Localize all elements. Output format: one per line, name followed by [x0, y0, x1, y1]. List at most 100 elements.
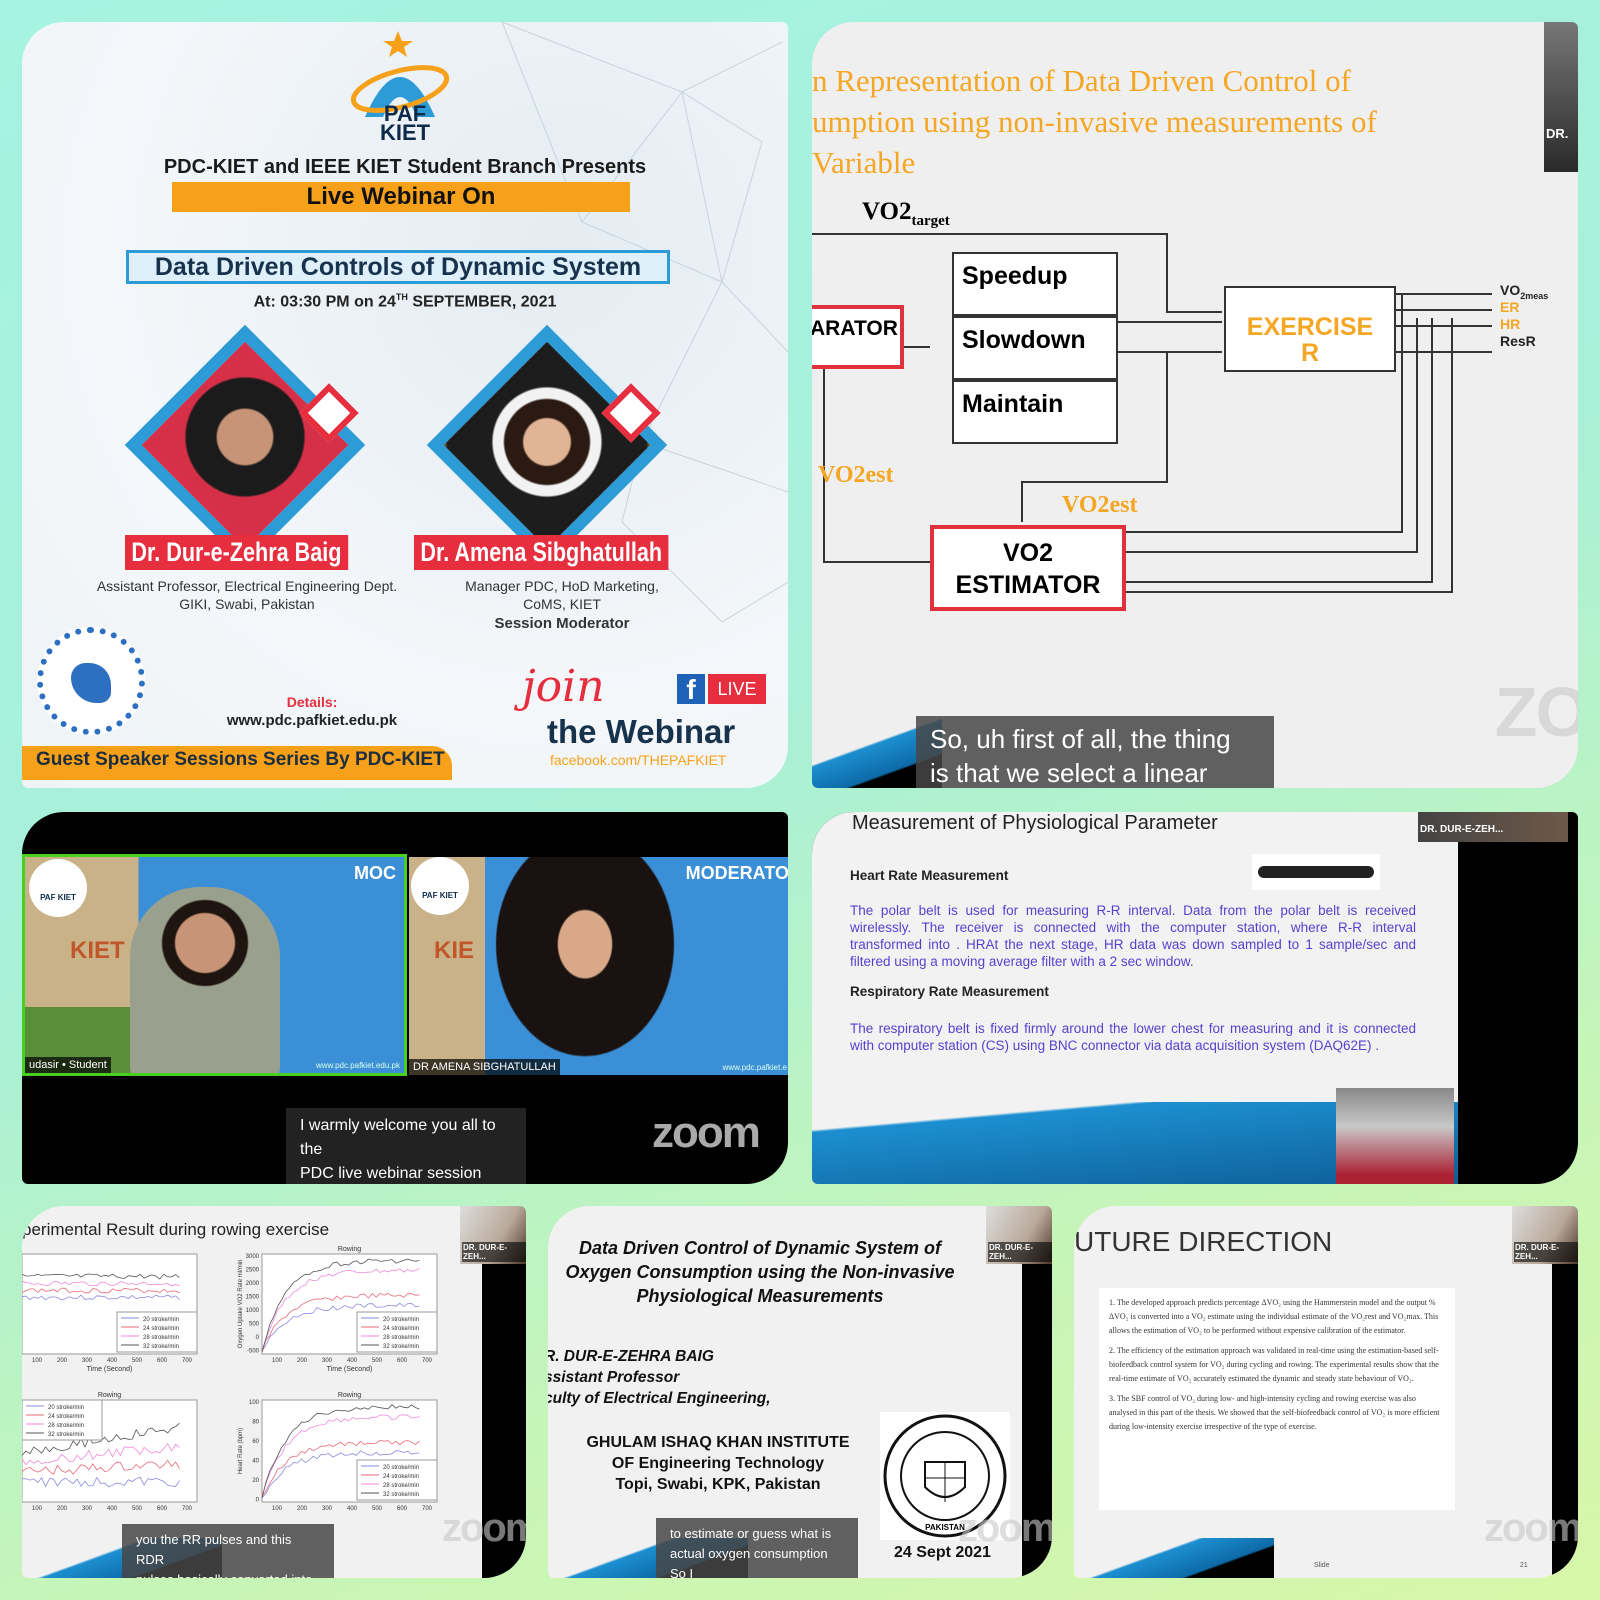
slide-decor	[1074, 1538, 1274, 1578]
legend-label: 28 stroke/min	[383, 1335, 419, 1341]
series-line	[22, 1476, 180, 1488]
participant-name: udasir • Student	[25, 1057, 111, 1073]
series-banner: Guest Speaker Sessions Series By PDC-KIE…	[22, 746, 452, 780]
y-tick-label: 2500	[246, 1268, 260, 1274]
series-line	[22, 1273, 180, 1280]
rr-heading: Respiratory Rate Measurement	[850, 984, 1049, 999]
y-tick-label: 60	[252, 1439, 259, 1445]
plot-title: Rowing	[338, 1392, 361, 1399]
moderator-name: Dr. Amena Sibghatullah	[414, 535, 669, 570]
video-tile-moderator[interactable]: KIE PAF KIET MODERATO DR AMENA SIBGHATUL…	[409, 857, 788, 1075]
slide-number: 21	[1520, 1562, 1528, 1569]
x-tick-label: 600	[397, 1358, 408, 1364]
title-slide: DR. DUR-E-ZEH... Data Driven Control of …	[548, 1206, 1052, 1578]
x-tick-label: 300	[322, 1506, 333, 1512]
slide-title: n Representation of Data Driven Control …	[812, 63, 1377, 180]
legend-label: 32 stroke/min	[48, 1432, 84, 1438]
x-tick-label: 500	[132, 1506, 143, 1512]
series-line	[261, 1414, 420, 1497]
webinar-title: Data Driven Controls of Dynamic System	[129, 253, 667, 281]
participant-name: DR AMENA SIBGHATULLAH	[409, 1059, 560, 1075]
legend-label: 24 stroke/min	[48, 1414, 84, 1420]
y-tick-label: 500	[249, 1322, 260, 1328]
live-webinar-banner: Live Webinar On	[172, 182, 630, 212]
x-tick-label: 700	[182, 1506, 193, 1512]
x-tick-label: 100	[32, 1506, 43, 1512]
the-webinar-text: the Webinar	[547, 713, 736, 750]
x-tick-label: 400	[347, 1506, 358, 1512]
tile-banner: MOC	[354, 863, 396, 883]
x-tick-label: 500	[132, 1358, 143, 1364]
webinar-datetime: At: 03:30 PM on 24TH SEPTEMBER, 2021	[253, 292, 557, 311]
video-sidebar	[1552, 1264, 1578, 1578]
facebook-url[interactable]: facebook.com/THEPAFKIET	[550, 752, 727, 768]
legend-label: 24 stroke/min	[383, 1326, 419, 1332]
tile-url: www.pdc.pafkiet.e	[722, 1063, 787, 1072]
y-axis-label: Heart Rate (bpm)	[238, 1428, 244, 1474]
building-sign: KIE	[434, 937, 475, 964]
y-tick-label: 0	[256, 1335, 260, 1341]
participant-thumbnail[interactable]: DR. DUR-E-ZEH...	[986, 1206, 1052, 1264]
diagram-slide: n Representation of Data Driven Control …	[812, 22, 1578, 788]
x-tick-label: 700	[422, 1358, 433, 1364]
x-tick-label: 200	[57, 1506, 68, 1512]
x-tick-label: 600	[397, 1506, 408, 1512]
live-caption: you the RR pulses and this RDRpulses bas…	[122, 1524, 334, 1578]
y-tick-label: 0	[256, 1498, 260, 1504]
participant-thumbnail[interactable]: DR. DUR-E-ZEH...	[1512, 1206, 1578, 1264]
zoom-watermark: ZO	[1494, 673, 1578, 751]
participant-thumbnail[interactable]: DR.	[1544, 22, 1578, 172]
rr-text: The respiratory belt is fixed firmly aro…	[850, 1021, 1416, 1053]
mode-slowdown: Slowdown	[952, 316, 1118, 380]
zoom-watermark: zoom	[442, 1506, 526, 1550]
speaker-name: Dr. Dur-e-Zehra Baig	[125, 535, 348, 570]
legend-label: 32 stroke/min	[143, 1344, 179, 1350]
hr-heading: Heart Rate Measurement	[850, 868, 1009, 883]
x-tick-label: 500	[372, 1506, 383, 1512]
join-script: join	[522, 661, 605, 712]
zoom-watermark: zoom	[652, 1108, 761, 1157]
plot-title: Rowing	[338, 1246, 361, 1253]
series-line	[22, 1422, 180, 1456]
series-line	[22, 1294, 180, 1301]
x-tick-label: 400	[107, 1506, 118, 1512]
x-tick-label: 300	[82, 1506, 93, 1512]
y-tick-label: 1000	[246, 1308, 260, 1314]
participant-video	[489, 857, 689, 1075]
y-tick-label: 100	[249, 1400, 260, 1406]
plot-title: Rowing	[98, 1392, 121, 1399]
participant-thumbnail[interactable]: DR. DUR-E-ZEH...	[460, 1206, 526, 1264]
legend-label: 28 stroke/min	[48, 1423, 84, 1429]
building-sign: KIET	[70, 937, 125, 964]
y-tick-label: 40	[252, 1459, 259, 1465]
presentation-date: 24 Sept 2021	[894, 1544, 991, 1561]
legend-label: 24 stroke/min	[143, 1326, 179, 1332]
presents-text: PDC-KIET and IEEE KIET Student Branch Pr…	[163, 156, 647, 178]
series-line	[261, 1292, 420, 1353]
x-tick-label: 300	[82, 1358, 93, 1364]
presentation-title: Data Driven Control of Dynamic System of…	[565, 1238, 955, 1306]
x-tick-label: 600	[157, 1358, 168, 1364]
video-sidebar	[482, 1264, 526, 1578]
x-tick-label: 400	[347, 1358, 358, 1364]
y-tick-label: 20	[252, 1478, 259, 1484]
zoom-watermark: zoom	[1484, 1506, 1578, 1550]
svg-text:PAKISTAN: PAKISTAN	[925, 1523, 965, 1532]
series-line	[261, 1404, 420, 1499]
ieee-branch-emblem	[37, 627, 145, 735]
paf-kiet-logo: PAF KIET	[411, 857, 469, 915]
video-tile-host[interactable]: KIET PAF KIET MOC udasir • Student www.p…	[22, 854, 407, 1076]
x-axis-label: Time (Second)	[327, 1366, 373, 1373]
participant-thumbnail[interactable]: DR. DUR-E-ZEH...	[1418, 812, 1568, 842]
y-tick-label: -500	[247, 1349, 260, 1355]
future-list: 1. The developed approach predicts perce…	[1099, 1288, 1455, 1510]
details-url[interactable]: www.pdc.pafkiet.edu.pk	[226, 712, 398, 729]
zoom-video-gallery: KIET PAF KIET MOC udasir • Student www.p…	[22, 812, 788, 1184]
